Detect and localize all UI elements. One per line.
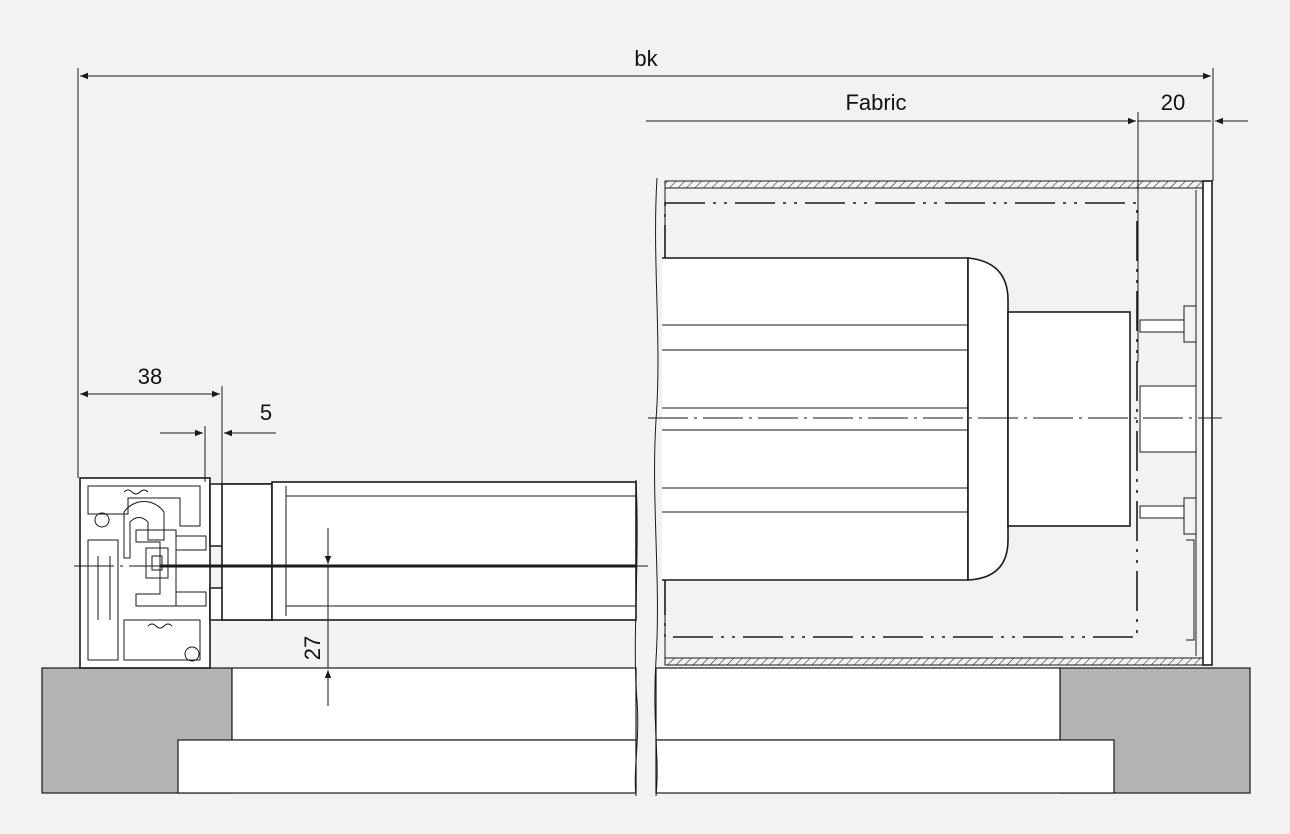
- motor-cap: [967, 257, 1009, 581]
- tube-bottom-hatch: [664, 657, 1204, 666]
- dim-offset: 5: [160, 400, 276, 437]
- dim-height: 27: [300, 528, 332, 706]
- dim-offset-label: 5: [260, 400, 272, 425]
- dim-profile-width: 38: [80, 364, 220, 398]
- dim-fabric-label: Fabric: [845, 90, 906, 115]
- motor-head: [1007, 311, 1131, 527]
- bottom-bar: [160, 481, 637, 621]
- dim-end-cap-label: 20: [1161, 90, 1185, 115]
- break-line-left: [634, 479, 639, 797]
- roller-assembly: [662, 180, 1213, 666]
- sill-upper-right: [655, 667, 1061, 741]
- motor-body: [662, 257, 969, 581]
- wall-section: [41, 667, 1251, 794]
- side-profile: [79, 477, 211, 669]
- break-line-right: [654, 177, 659, 797]
- break-gap: [637, 470, 655, 800]
- dim-fabric: Fabric: [646, 90, 1136, 125]
- sill-lower-left: [177, 739, 637, 794]
- tube-inner-outline: [664, 202, 1138, 638]
- dim-height-label: 27: [300, 636, 325, 660]
- end-cap-plate: [1202, 180, 1213, 666]
- dim-total-width-label: bk: [634, 46, 658, 71]
- tube-top-hatch: [664, 180, 1204, 189]
- sill-upper-left: [231, 667, 637, 741]
- dim-profile-width-label: 38: [138, 364, 162, 389]
- dim-end-cap: 20: [1138, 90, 1248, 125]
- dim-total-width: bk: [80, 46, 1211, 80]
- sill-lower-right: [655, 739, 1115, 794]
